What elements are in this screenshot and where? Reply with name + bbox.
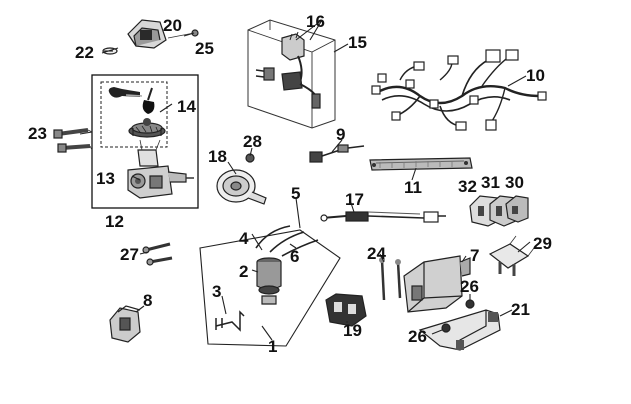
part-19-connector [325, 293, 367, 327]
callout-12: 12 [105, 212, 124, 231]
part-9-sensor-wire [309, 144, 365, 163]
leader-lines [79, 19, 531, 341]
callout-29: 29 [533, 234, 552, 253]
part-20-switch [127, 19, 167, 49]
part-13-ignition-lock-body [127, 139, 194, 199]
callout-labels: 20 22 25 16 15 10 14 23 28 9 18 13 11 32… [28, 12, 552, 356]
assembly-box-12 [91, 74, 199, 209]
part-30-31-32-fuse-holders [469, 195, 529, 227]
callout-7: 7 [470, 246, 479, 265]
callout-9: 9 [336, 125, 345, 144]
callout-16: 16 [306, 12, 325, 31]
callout-17: 17 [345, 190, 364, 209]
part-23-bolts [53, 128, 93, 153]
callout-21: 21 [511, 300, 530, 319]
part-3-clip [215, 310, 245, 332]
callout-13: 13 [96, 169, 115, 188]
part-8-relay [109, 305, 141, 343]
callout-26-bottom: 26 [408, 327, 427, 346]
part-21-bracket [418, 309, 501, 351]
callout-31: 31 [481, 173, 500, 192]
part-14-key-set [108, 87, 166, 138]
callout-27: 27 [120, 245, 139, 264]
callout-23: 23 [28, 124, 47, 143]
part-4-5-6-cable [255, 225, 319, 257]
part-15-bracket-box [247, 19, 336, 129]
part-27-clips [142, 242, 173, 266]
callout-19: 19 [343, 321, 362, 340]
callout-11: 11 [404, 178, 422, 197]
callout-28: 28 [243, 132, 262, 151]
callout-4: 4 [239, 229, 249, 248]
part-25-screw [167, 29, 199, 39]
part-2-coil [256, 257, 282, 305]
part-1-assembly-outline [199, 229, 341, 347]
assembly-box-14 [100, 81, 168, 148]
callout-2: 2 [239, 262, 248, 281]
part-11-fuse-bar [369, 157, 473, 171]
part-17-sensor-lead [320, 211, 446, 223]
callout-30: 30 [505, 173, 524, 192]
callout-25: 25 [195, 39, 214, 58]
callout-15: 15 [348, 33, 367, 52]
callout-14: 14 [177, 97, 196, 116]
callout-22: 22 [75, 43, 94, 62]
part-10-wiring-harness [371, 49, 547, 131]
callout-3: 3 [212, 282, 221, 301]
callout-5: 5 [291, 184, 300, 203]
callout-18: 18 [208, 147, 227, 166]
callout-26-top: 26 [460, 277, 479, 296]
part-29-fuse [488, 235, 535, 276]
callout-20: 20 [163, 16, 182, 35]
part-7-ignition-coil [403, 255, 471, 313]
callout-6: 6 [290, 247, 299, 266]
part-24-bolts [379, 257, 402, 301]
callout-24: 24 [367, 244, 386, 263]
callout-32: 32 [458, 177, 477, 196]
callout-1: 1 [268, 337, 277, 356]
callout-8: 8 [143, 291, 152, 310]
part-18-horn [216, 169, 267, 205]
part-16-relay [255, 31, 321, 109]
callout-10: 10 [526, 66, 545, 85]
